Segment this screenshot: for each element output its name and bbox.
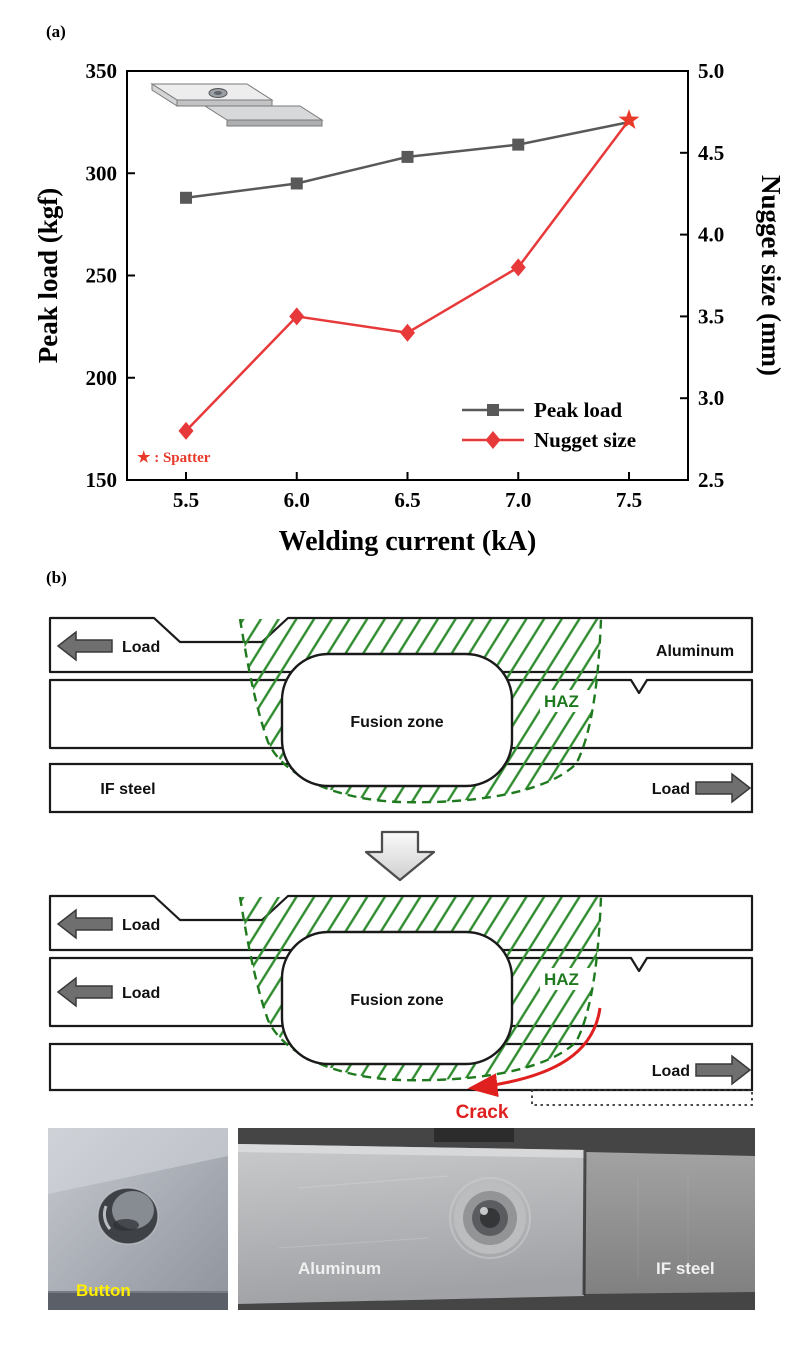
load-right-label: Load: [652, 781, 690, 798]
panel-a-label: (a): [46, 22, 66, 41]
if-steel-label: IF steel: [100, 781, 155, 798]
load-arrow-mid-left-icon: [56, 976, 113, 1008]
specimen-inset-icon: [150, 83, 324, 127]
legend-label-nugget-size: Nugget size: [534, 428, 636, 452]
haz-label-bg: [540, 968, 590, 990]
load-right-label: Load: [652, 1063, 690, 1080]
button-fracture-photo: Button: [48, 1128, 228, 1310]
if-steel-strip: [584, 1152, 755, 1294]
aluminum-strip: [238, 1144, 586, 1304]
welded-joint-photo: Aluminum IF steel: [238, 1128, 755, 1310]
haz-label: HAZ: [544, 970, 579, 989]
aluminum-label: Aluminum: [656, 643, 734, 660]
legend-marker-peak-load: [487, 404, 499, 416]
load-arrow-right-icon: [695, 772, 752, 804]
peak-load-marker: [512, 138, 525, 151]
peak-load-marker: [401, 150, 414, 163]
right-tick-label: 2.5: [698, 468, 724, 492]
haz-label-bg: [540, 690, 590, 712]
photo-aluminum-label: Aluminum: [298, 1259, 381, 1278]
right-tick-label: 3.0: [698, 386, 724, 410]
fusion-zone-shape: [280, 652, 514, 788]
left-tick-label: 150: [86, 468, 118, 492]
left-tick-label: 350: [86, 59, 118, 83]
fusion-zone-label: Fusion zone: [350, 714, 443, 731]
x-axis-title: Welding current (kA): [279, 526, 537, 557]
right-tick-label: 4.0: [698, 223, 724, 247]
load-top-label: Load: [122, 917, 160, 934]
x-tick-label: 6.0: [284, 488, 310, 512]
right-tick-label: 4.5: [698, 141, 724, 165]
transition-arrow-icon: [364, 830, 436, 882]
nugget-size-series-line: [185, 119, 630, 432]
right-tick-label: 3.5: [698, 304, 724, 328]
right-tick-label: 5.0: [698, 59, 724, 83]
load-mid-label: Load: [122, 985, 160, 1002]
crack-arrow-icon: [467, 1007, 602, 1098]
load-arrow-right-icon: [695, 1054, 752, 1086]
weld-indentation: [449, 1177, 531, 1259]
crack-label: Crack: [456, 1102, 509, 1123]
haz-label: HAZ: [544, 692, 579, 711]
nugget-size-marker: [178, 421, 194, 440]
displaced-sheet-outline: [531, 1089, 753, 1106]
load-arrow-left-icon: [56, 630, 113, 662]
spatter-star-marker: [618, 109, 640, 129]
nugget-size-marker: [510, 258, 526, 277]
weld-button: [97, 1187, 159, 1245]
left-tick-label: 200: [86, 366, 118, 390]
peak-load-marker: [290, 177, 303, 190]
load-arrow-top-left-icon: [56, 908, 113, 940]
legend-label-peak-load: Peak load: [534, 398, 622, 422]
fusion-zone-label: Fusion zone: [350, 992, 443, 1009]
backdrop-tab: [434, 1128, 514, 1142]
right-axis-title: Nugget size (mm): [756, 175, 786, 376]
spatter-note: ★ : Spatter: [137, 450, 211, 466]
nugget-size-marker: [289, 307, 305, 326]
x-tick-label: 7.0: [505, 488, 531, 512]
x-tick-label: 7.5: [616, 488, 642, 512]
peak-load-marker: [180, 191, 192, 204]
joint-diagram-before: Fusion zone HAZ Load Aluminum IF steel L…: [48, 616, 754, 814]
x-tick-label: 5.5: [173, 488, 199, 512]
haz-boundary: [238, 896, 603, 1082]
left-axis-title: Peak load (kgf): [33, 188, 63, 364]
photo-if-steel-label: IF steel: [656, 1259, 715, 1278]
load-left-label: Load: [122, 639, 160, 656]
x-tick-label: 6.5: [394, 488, 420, 512]
haz-boundary: [238, 618, 603, 804]
peak-load-nugget-chart: 150 200 250 300 350 2.5 3.0 3.5 4.0 4.5 5.0 5.5 6.0 6…: [33, 59, 786, 557]
fusion-zone-shape: [280, 930, 514, 1066]
left-tick-label: 250: [86, 264, 118, 288]
nugget-size-marker: [400, 323, 415, 342]
left-tick-label: 300: [86, 161, 118, 185]
legend-marker-nugget-size: [485, 431, 501, 449]
specimen-edge: [48, 1292, 228, 1310]
panel-b-label: (b): [46, 568, 67, 587]
joint-diagram-after: Fusion zone HAZ Load Load Load Crack: [48, 894, 754, 1123]
button-label: Button: [76, 1281, 131, 1300]
